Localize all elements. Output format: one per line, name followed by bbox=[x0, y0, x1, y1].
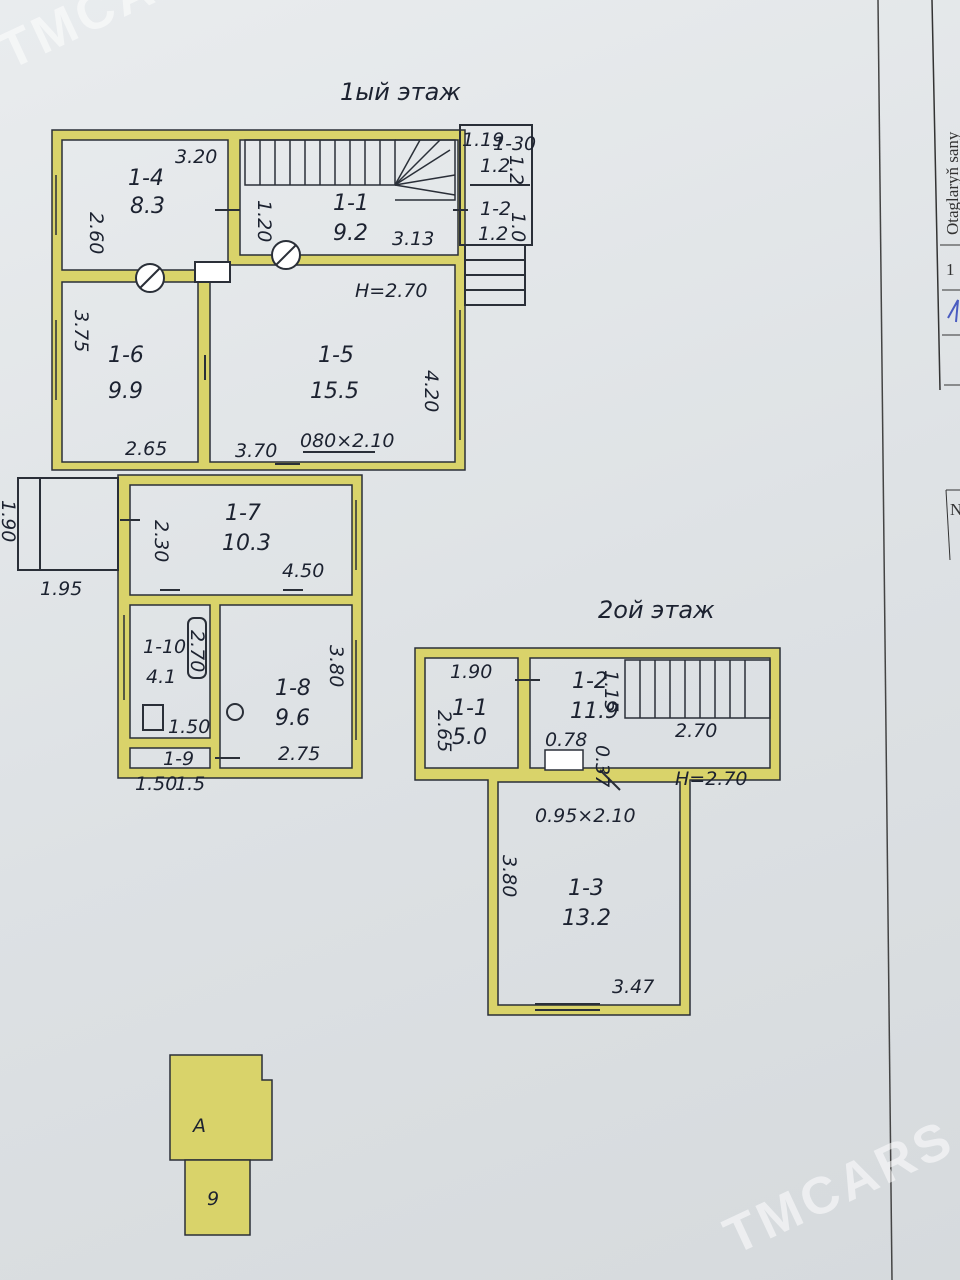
floor-2-labels: 2ой этаж 1.90 2.65 1-1 5.0 1-2 11.9 1.15… bbox=[433, 596, 748, 998]
dim-label: 1.90 bbox=[0, 500, 19, 542]
dim-label: 1.19 bbox=[462, 129, 504, 151]
ceiling-height: H=2.70 bbox=[675, 768, 748, 790]
door-size: 080×2.10 bbox=[300, 430, 395, 452]
dim-label: 0.78 bbox=[545, 729, 587, 751]
dim-label: 4.20 bbox=[420, 370, 442, 412]
side-table-row: 1 bbox=[946, 260, 955, 279]
room-id: 1-7 bbox=[225, 501, 261, 526]
room-id: 1-3 bbox=[568, 876, 604, 901]
dim-label: 1.50 bbox=[135, 773, 177, 795]
dim-label: 1.95 bbox=[40, 578, 82, 600]
room-area: 9.6 bbox=[275, 706, 310, 731]
room-id: 1-1 bbox=[452, 696, 488, 721]
floor-2-openings bbox=[515, 679, 621, 1011]
room-id: 1.2 bbox=[480, 155, 510, 177]
dim-label: 2.60 bbox=[85, 212, 107, 254]
floor-1-plan bbox=[17, 124, 533, 779]
room-id: 1-8 bbox=[275, 676, 311, 701]
staircase bbox=[244, 139, 456, 201]
side-table: Otaglaryň sany 1 N bbox=[931, 0, 960, 561]
room-id: 1-2 bbox=[480, 198, 511, 220]
dim-label: 1.0 bbox=[507, 212, 529, 242]
chimney bbox=[544, 749, 584, 771]
dim-label: 1.20 bbox=[253, 200, 275, 242]
dim-label: 0.37 bbox=[591, 745, 613, 787]
room-area: 10.3 bbox=[222, 531, 271, 556]
room-id: 1-5 bbox=[318, 343, 354, 368]
room-id: 1-2 bbox=[572, 669, 608, 694]
floor-2-title: 2ой этаж bbox=[598, 596, 715, 624]
dim-label: 3.47 bbox=[612, 976, 654, 998]
floor-2-plan bbox=[414, 647, 781, 1016]
sheet-border bbox=[877, 0, 893, 1280]
watermark: TMCARS bbox=[716, 1109, 960, 1266]
legend-letter: A bbox=[191, 1115, 206, 1137]
dim-label: 2.65 bbox=[433, 710, 455, 752]
room-area: 5.0 bbox=[452, 725, 487, 750]
dim-label: 4.50 bbox=[282, 560, 324, 582]
dim-label: 3.70 bbox=[235, 440, 277, 462]
room-area: 4.1 bbox=[146, 666, 176, 688]
doors bbox=[120, 209, 468, 759]
dim-label: 3.80 bbox=[498, 855, 520, 897]
dim-label: 2.75 bbox=[278, 743, 320, 765]
dim-label: 3.75 bbox=[70, 310, 92, 352]
dim-label: 3.13 bbox=[392, 228, 434, 250]
dim-label: 1.5 bbox=[175, 773, 205, 795]
floor-1-title: 1ый этаж bbox=[340, 78, 461, 106]
dim-label: 1.2 bbox=[505, 155, 527, 185]
door-size: 0.95×2.10 bbox=[535, 805, 636, 827]
drain-icon bbox=[226, 703, 244, 721]
windows bbox=[55, 175, 461, 740]
bathtub bbox=[187, 617, 207, 679]
site-legend: A 9 bbox=[169, 1054, 273, 1236]
room-area: 15.5 bbox=[310, 379, 359, 404]
side-table-header: Otaglaryň sany bbox=[943, 131, 960, 235]
dim-label: 1-30 bbox=[493, 133, 536, 155]
dim-label: 2.65 bbox=[125, 438, 167, 460]
dim-label: 1.15 bbox=[600, 670, 622, 712]
entry-steps bbox=[464, 244, 526, 306]
ceiling-height: H=2.70 bbox=[355, 280, 428, 302]
floor-1-labels: 1ый этаж 3.20 2.60 1-4 8.3 1.20 1-1 9.2 … bbox=[0, 78, 536, 795]
side-table-header-n: N bbox=[950, 500, 960, 519]
dim-label: 2.70 bbox=[186, 630, 208, 672]
dim-label: 2.30 bbox=[150, 520, 172, 562]
room-area: 11.9 bbox=[570, 699, 619, 724]
room-id: 1-10 bbox=[143, 636, 186, 658]
room-id: 1-9 bbox=[163, 748, 194, 770]
dim-label: 3.20 bbox=[175, 146, 217, 168]
chimney bbox=[194, 261, 231, 283]
legend-number: 9 bbox=[207, 1188, 219, 1210]
room-area: 9.9 bbox=[108, 379, 143, 404]
porch bbox=[17, 477, 119, 571]
floor-2-staircase bbox=[624, 659, 771, 719]
toilet bbox=[142, 704, 164, 731]
room-area: 13.2 bbox=[562, 906, 611, 931]
room-id: 1-6 bbox=[108, 343, 144, 368]
dim-label: 1.90 bbox=[450, 661, 492, 683]
dim-label: 1.50 bbox=[168, 716, 210, 738]
room-area: 9.2 bbox=[333, 221, 368, 246]
room-area: 8.3 bbox=[130, 194, 165, 219]
room-area: 1.2 bbox=[478, 223, 508, 245]
watermark: TMCARS bbox=[0, 0, 238, 81]
dim-label: 3.80 bbox=[325, 645, 347, 687]
room-id: 1-4 bbox=[128, 166, 164, 191]
dim-label: 2.70 bbox=[675, 720, 717, 742]
room-id: 1-1 bbox=[333, 191, 369, 216]
pen-mark bbox=[947, 299, 959, 323]
